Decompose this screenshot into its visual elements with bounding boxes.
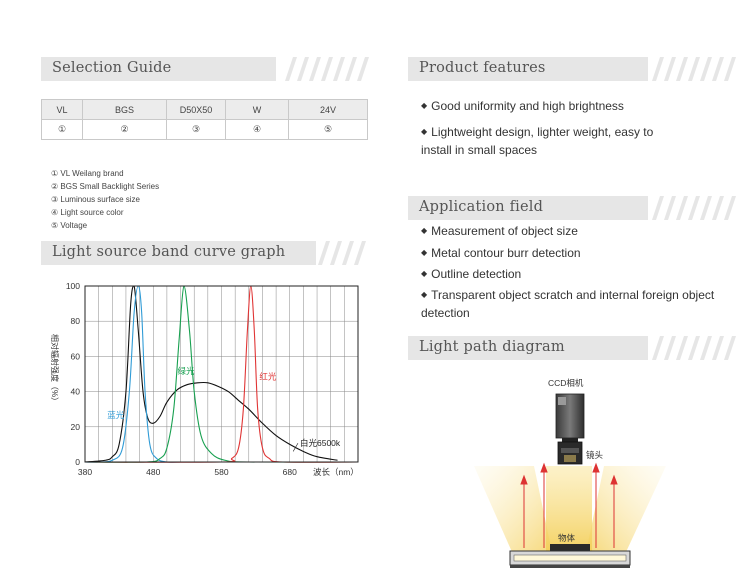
y-tick-label: 80 <box>71 316 81 326</box>
marker-cell: ③ <box>166 119 226 140</box>
object-label: 物体 <box>558 533 576 543</box>
application-item: ◆Measurement of object size <box>421 224 578 238</box>
header-stripes <box>652 336 736 360</box>
x-tick-label: 480 <box>146 467 160 477</box>
selection-legend: ① VL Weilang brand ② BGS Small Backlight… <box>51 167 159 232</box>
label-leader <box>292 443 299 452</box>
product-features-header: Product features <box>408 57 648 81</box>
legend-item: ⑤ Voltage <box>51 221 88 230</box>
section-title: Product features <box>419 60 546 76</box>
code-cell: D50X50 <box>166 99 226 120</box>
light-path-header: Light path diagram <box>408 336 648 360</box>
series-line <box>84 285 359 463</box>
section-title: Application field <box>419 199 544 215</box>
y-axis-label: 相对辐射强度（%） <box>50 334 60 405</box>
band-curve-header: Light source band curve graph <box>41 241 316 265</box>
header-stripes <box>652 196 736 220</box>
ccd-camera-icon <box>555 393 585 442</box>
section-title: Light path diagram <box>419 339 565 355</box>
lens-icon <box>557 441 583 465</box>
y-tick-label: 100 <box>66 281 80 291</box>
chart-grid <box>85 286 358 462</box>
series-label: 红光 <box>259 371 277 381</box>
y-tick-label: 0 <box>75 457 80 467</box>
marker-cell: ① <box>41 119 83 140</box>
feature-item: ◆Good uniformity and high brightness <box>421 99 624 113</box>
light-beam <box>474 466 552 552</box>
x-axis-label: 波长（nm） <box>313 467 359 477</box>
section-title: Light source band curve graph <box>52 244 286 260</box>
series-line <box>84 285 359 463</box>
code-cell: W <box>225 99 289 120</box>
y-tick-label: 60 <box>71 351 81 361</box>
selection-table: VL BGS D50X50 W 24V ① ② ③ ④ ⑤ <box>41 99 368 140</box>
section-title: Selection Guide <box>52 60 172 76</box>
plot-frame <box>84 285 359 463</box>
code-cell: VL <box>41 99 83 120</box>
application-item: ◆Metal contour burr detection <box>421 246 581 260</box>
x-tick-label: 680 <box>283 467 297 477</box>
legend-item: ① VL Weilang brand <box>51 169 124 178</box>
light-ray-arrows <box>520 462 618 548</box>
x-tick-label: 380 <box>78 467 92 477</box>
header-stripes <box>652 57 736 81</box>
camera-label: CCD相机 <box>548 378 584 388</box>
backlight-icon <box>509 550 631 568</box>
marker-cell: ② <box>82 119 167 140</box>
code-cell: 24V <box>288 99 368 120</box>
tick-labels: 380 480 580 680 0 20 40 60 80 100 <box>66 281 297 477</box>
legend-item: ② BGS Small Backlight Series <box>51 182 160 191</box>
marker-cell: ④ <box>225 119 289 140</box>
light-path-diagram: CCD相机 镜头 物体 <box>474 378 666 568</box>
application-item: ◆Transparent object scratch and internal… <box>421 288 715 320</box>
header-stripes <box>318 241 366 265</box>
y-tick-label: 40 <box>71 387 81 397</box>
series-label: 白光6500k <box>300 438 341 448</box>
object-icon <box>550 544 590 551</box>
light-beam <box>546 466 592 552</box>
series-line <box>84 285 338 463</box>
y-tick-label: 20 <box>71 422 81 432</box>
feature-item: ◆Lightweight design, lighter weight, eas… <box>421 125 654 157</box>
marker-cell: ⑤ <box>288 119 368 140</box>
legend-item: ③ Luminous surface size <box>51 195 140 204</box>
application-field-header: Application field <box>408 196 648 220</box>
series-label: 绿光 <box>178 366 196 376</box>
code-cell: BGS <box>82 99 167 120</box>
x-tick-label: 580 <box>214 467 228 477</box>
lens-label: 镜头 <box>586 450 604 460</box>
light-beam <box>586 466 666 552</box>
series-label: 蓝光 <box>107 410 125 420</box>
application-item: ◆Outline detection <box>421 267 522 281</box>
selection-guide-header: Selection Guide <box>41 57 276 81</box>
legend-item: ④ Light source color <box>51 208 124 217</box>
header-stripes <box>285 57 369 81</box>
